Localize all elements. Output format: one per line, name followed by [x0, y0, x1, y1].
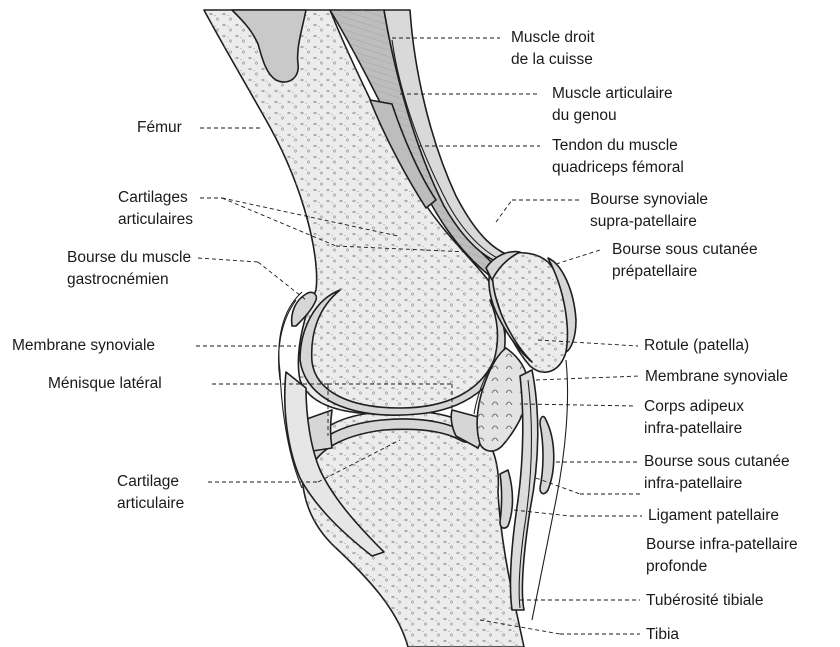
label-bourse-infra-profonde: Bourse infra-patellaire profonde	[646, 536, 802, 575]
label-tuberosite: Tubérosité tibiale	[646, 592, 763, 609]
label-tendon-quadriceps: Tendon du muscle quadriceps fémoral	[552, 137, 684, 176]
label-bourse-gastrocnemien: Bourse du muscle gastrocnémien	[67, 249, 195, 288]
label-rotule: Rotule (patella)	[644, 337, 749, 354]
bourse-sous-cutanee-infra-shape	[540, 417, 554, 494]
label-femur: Fémur	[137, 119, 182, 136]
peau-anterieure	[532, 360, 568, 620]
label-bourse-sous-cutanee-infra: Bourse sous cutanée infra-patellaire	[644, 453, 794, 492]
label-tibia: Tibia	[646, 626, 679, 643]
label-membrane-synoviale-gauche: Membrane synoviale	[12, 337, 155, 354]
label-membrane-synoviale-droite: Membrane synoviale	[645, 368, 788, 385]
label-bourse-prepatellaire: Bourse sous cutanée prépatellaire	[612, 241, 762, 280]
bourse-infra-profonde-shape	[500, 470, 513, 528]
label-bourse-supra: Bourse synoviale supra-patellaire	[590, 191, 712, 230]
label-corps-adipeux: Corps adipeux infra-patellaire	[644, 398, 748, 437]
label-menisque-lateral: Ménisque latéral	[48, 375, 162, 392]
label-muscle-articulaire: Muscle articulaire du genou	[552, 85, 677, 124]
label-ligament-patellaire: Ligament patellaire	[648, 507, 779, 524]
label-muscle-droit: Muscle droit de la cuisse	[511, 29, 599, 68]
label-cartilage-articulaire: Cartilage articulaire	[117, 473, 184, 512]
label-cartilages-articulaires: Cartilages articulaires	[118, 189, 193, 228]
